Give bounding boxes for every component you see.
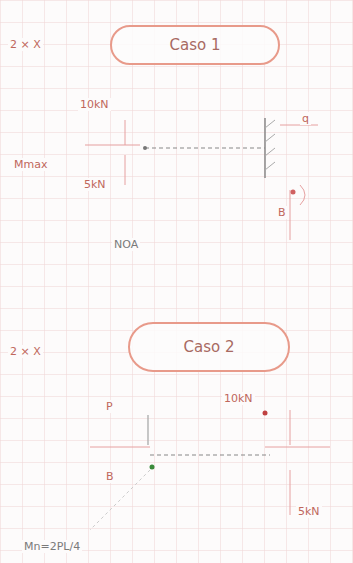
sketch-note: Mn=2PL/4 xyxy=(22,540,82,553)
sketch-note: 2 × X xyxy=(8,345,43,358)
sketch-note: NOA xyxy=(112,238,140,251)
sketch-note: 10kN xyxy=(78,98,111,111)
circled-title: Caso 2 xyxy=(128,322,290,372)
circled-title: Caso 1 xyxy=(110,25,280,65)
sketch-note: q xyxy=(300,112,311,125)
sketch-note: 10kN xyxy=(222,392,255,405)
sketch-note: P xyxy=(104,400,115,413)
sketch-note: 5kN xyxy=(82,178,108,191)
title-text: Caso 2 xyxy=(184,338,235,356)
sketch-note: 5kN xyxy=(296,505,322,518)
sketch-note: Mmax xyxy=(12,158,49,171)
beam-sketch-1 xyxy=(85,118,318,240)
beam-sketch-2 xyxy=(90,410,330,530)
sketch-note: B xyxy=(104,470,116,483)
sketch-note: 2 × X xyxy=(8,38,43,51)
title-text: Caso 1 xyxy=(170,36,221,54)
sketch-note: B xyxy=(276,206,288,219)
